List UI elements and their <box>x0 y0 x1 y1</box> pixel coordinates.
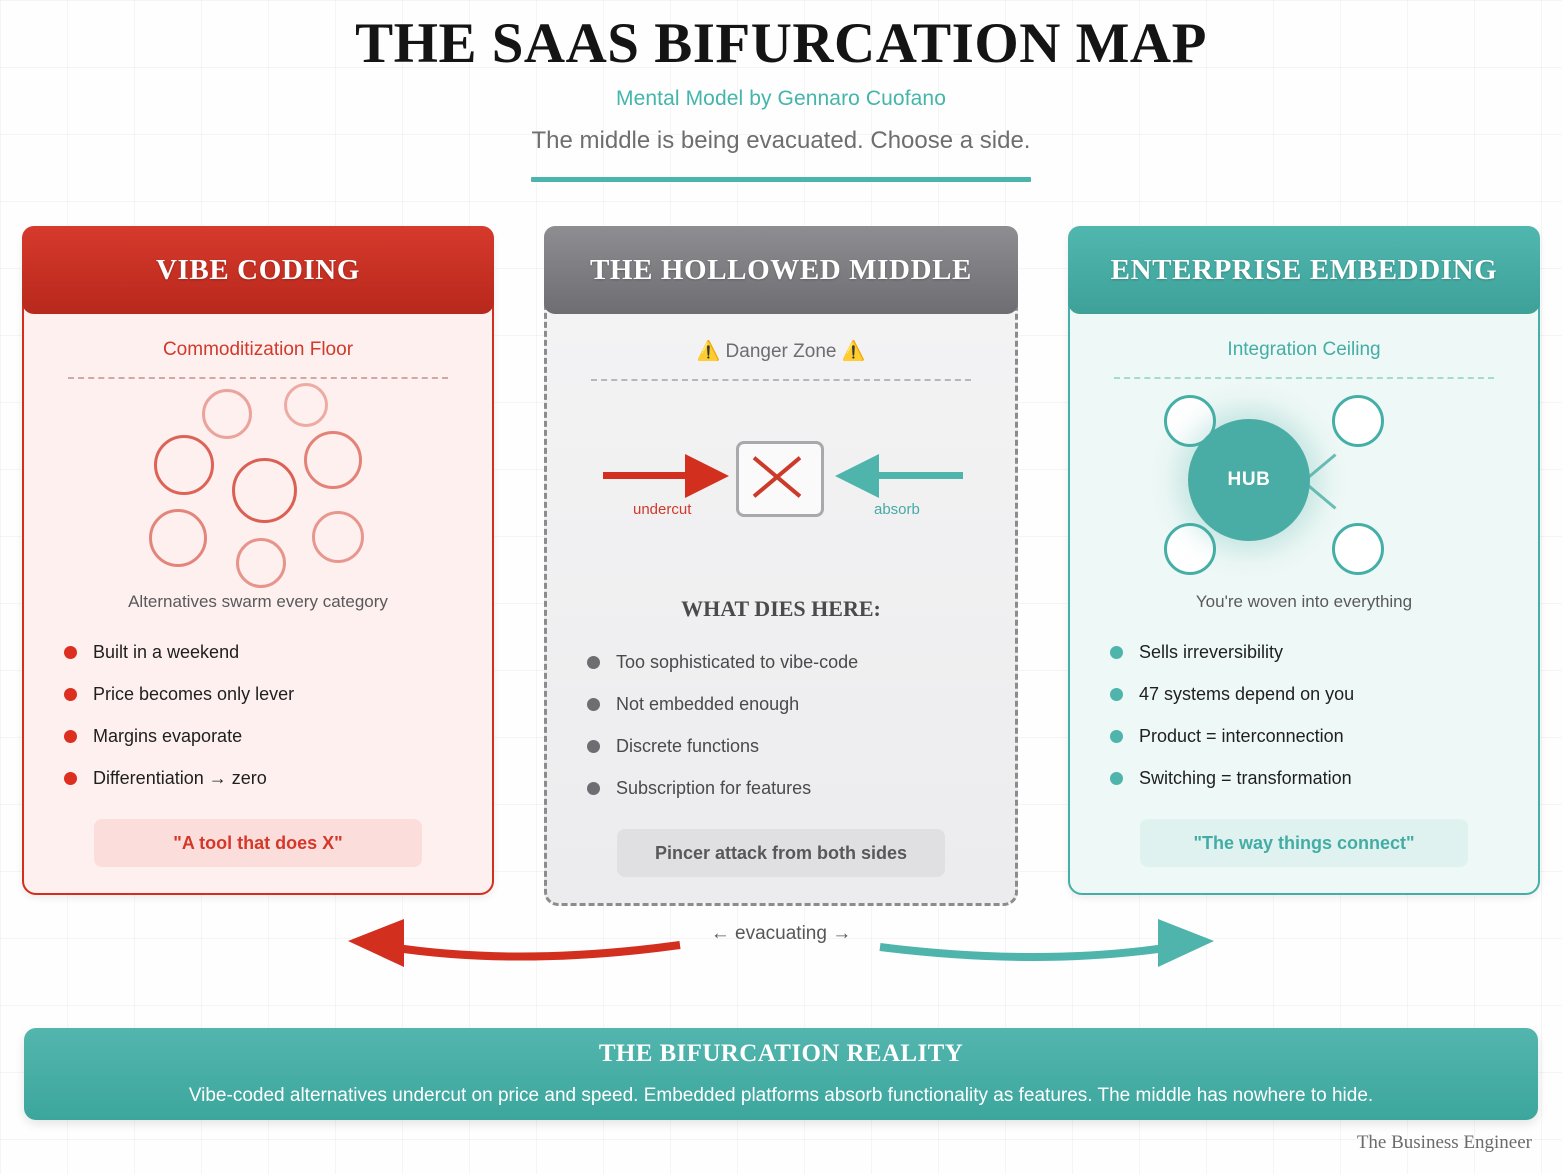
bifurcation-reality-banner: THE BIFURCATION REALITY Vibe-coded alter… <box>24 1028 1538 1120</box>
evacuating-left-arrow-head-icon <box>348 919 404 967</box>
bullet-dot-icon <box>587 740 600 753</box>
list-item-label: Margins evaporate <box>93 726 243 746</box>
list-item: Switching = transformation <box>1110 768 1538 789</box>
list-item-label: Product = interconnection <box>1139 726 1344 746</box>
divider-dashed <box>1114 377 1494 379</box>
viz-label-integration-ceiling: Integration Ceiling <box>1227 339 1381 360</box>
hub-satellite-node <box>1332 523 1384 575</box>
swarm-circle <box>149 509 207 567</box>
hub-satellite-node <box>1164 395 1216 447</box>
pincer-diagram: undercut absorb <box>547 385 1015 590</box>
swarm-circle <box>236 538 286 588</box>
bullet-dot-icon <box>587 698 600 711</box>
banner-title: THE BIFURCATION REALITY <box>598 1040 964 1067</box>
bullet-dot-icon <box>1110 730 1123 743</box>
tagline: The middle is being evacuated. Choose a … <box>531 127 1031 155</box>
list-item-label: Switching = transformation <box>1139 768 1352 788</box>
list-item-label: Sells irreversibility <box>1139 642 1284 662</box>
list-item-label: Subscription for features <box>616 778 812 798</box>
dead-middle-x-icon <box>736 441 824 517</box>
banner-text: Vibe-coded alternatives undercut on pric… <box>188 1085 1374 1106</box>
bullet-dot-icon <box>64 772 77 785</box>
absorb-arrow-label: absorb <box>874 501 920 518</box>
bullet-dot-icon <box>587 656 600 669</box>
viz-label-danger-zone: ⚠️ Danger Zone ⚠️ <box>696 341 866 362</box>
card-enterprise-embedding: ENTERPRISE EMBEDDING Integration Ceiling… <box>1068 226 1540 895</box>
list-item: Price becomes only lever <box>64 684 492 705</box>
swarm-circle <box>304 431 362 489</box>
swarm-circle <box>284 383 328 427</box>
list-item: Margins evaporate <box>64 726 492 747</box>
list-item-label: Differentiation → zero <box>93 768 267 788</box>
card-header-vibe-coding: VIBE CODING <box>22 226 494 314</box>
bullet-dot-icon <box>1110 688 1123 701</box>
title-underline-rule <box>531 177 1031 183</box>
card-header-enterprise-embedding: ENTERPRISE EMBEDDING <box>1068 226 1540 314</box>
bullet-dot-icon <box>64 646 77 659</box>
bullet-dot-icon <box>1110 646 1123 659</box>
attribution: The Business Engineer <box>1356 1132 1532 1153</box>
list-item-label: Not embedded enough <box>616 694 800 714</box>
absorb-arrow-shaft <box>879 472 963 479</box>
caption-swarm: Alternatives swarm every category <box>128 592 388 611</box>
hub-core-label: HUB <box>1227 469 1271 490</box>
viz-label-commoditization-floor: Commoditization Floor <box>162 339 354 360</box>
undercut-arrow-label: undercut <box>633 501 692 518</box>
evacuating-right-arrow-head-icon <box>1158 919 1214 967</box>
bullet-dot-icon <box>587 782 600 795</box>
bullet-dot-icon <box>64 730 77 743</box>
list-item-label: 47 systems depend on you <box>1139 684 1355 704</box>
list-item: 47 systems depend on you <box>1110 684 1538 705</box>
list-item: Differentiation → zero <box>64 768 492 789</box>
hub-network-diagram: HUB <box>1070 383 1538 588</box>
hub-satellite-node <box>1164 523 1216 575</box>
list-item: Product = interconnection <box>1110 726 1538 747</box>
list-item-label: Discrete functions <box>616 736 760 756</box>
swarm-circle <box>202 389 252 439</box>
list-item: Too sophisticated to vibe-code <box>587 652 1015 673</box>
list-item: Not embedded enough <box>587 694 1015 715</box>
list-heading-what-dies-here: WHAT DIES HERE: <box>681 596 881 621</box>
list-item: Discrete functions <box>587 736 1015 757</box>
bullet-list-vibe-coding: Built in a weekend Price becomes only le… <box>24 642 492 789</box>
evacuating-arrows: ← evacuating → <box>0 905 1562 995</box>
pill-enterprise-embedding: "The way things connect" <box>1140 819 1468 867</box>
list-item: Built in a weekend <box>64 642 492 663</box>
swarm-diagram <box>24 383 492 588</box>
bullet-list-hollowed-middle: Too sophisticated to vibe-code Not embed… <box>547 652 1015 799</box>
list-item-label: Built in a weekend <box>93 642 240 662</box>
evacuating-right-arrow-shaft <box>879 943 1173 961</box>
absorb-arrow-head-icon <box>835 454 879 498</box>
evacuating-arrows-svg <box>348 919 1214 967</box>
evacuating-label: ← evacuating → <box>710 923 852 944</box>
byline: Mental Model by Gennaro Cuofano <box>616 87 946 111</box>
divider-dashed <box>591 379 971 381</box>
list-item-label: Too sophisticated to vibe-code <box>616 652 859 672</box>
swarm-circle <box>312 511 364 563</box>
swarm-circle <box>232 458 297 523</box>
undercut-arrow-shaft <box>603 472 685 479</box>
divider-dashed <box>68 377 448 379</box>
bifurcation-columns: VIBE CODING Commoditization Floor Altern… <box>22 226 1540 906</box>
list-item: Subscription for features <box>587 778 1015 799</box>
page-title: THE SAAS BIFURCATION MAP <box>355 12 1207 75</box>
hub-core-node: HUB <box>1188 419 1310 541</box>
card-header-hollowed-middle: THE HOLLOWED MIDDLE <box>544 226 1018 314</box>
evacuating-left-arrow-shaft <box>389 941 681 961</box>
pill-hollowed-middle: Pincer attack from both sides <box>617 829 945 877</box>
pill-vibe-coding: "A tool that does X" <box>94 819 422 867</box>
page-header: THE SAAS BIFURCATION MAP Mental Model by… <box>0 0 1562 183</box>
undercut-arrow-head-icon <box>685 454 729 498</box>
swarm-circle <box>154 435 214 495</box>
list-item: Sells irreversibility <box>1110 642 1538 663</box>
card-vibe-coding: VIBE CODING Commoditization Floor Altern… <box>22 226 494 895</box>
bullet-list-enterprise-embedding: Sells irreversibility 47 systems depend … <box>1070 642 1538 789</box>
list-item-label: Price becomes only lever <box>93 684 295 704</box>
hub-satellite-node <box>1332 395 1384 447</box>
caption-hub: You're woven into everything <box>1195 592 1413 611</box>
card-hollowed-middle: THE HOLLOWED MIDDLE ⚠️ Danger Zone ⚠️ un… <box>544 226 1018 906</box>
bullet-dot-icon <box>64 688 77 701</box>
bullet-dot-icon <box>1110 772 1123 785</box>
